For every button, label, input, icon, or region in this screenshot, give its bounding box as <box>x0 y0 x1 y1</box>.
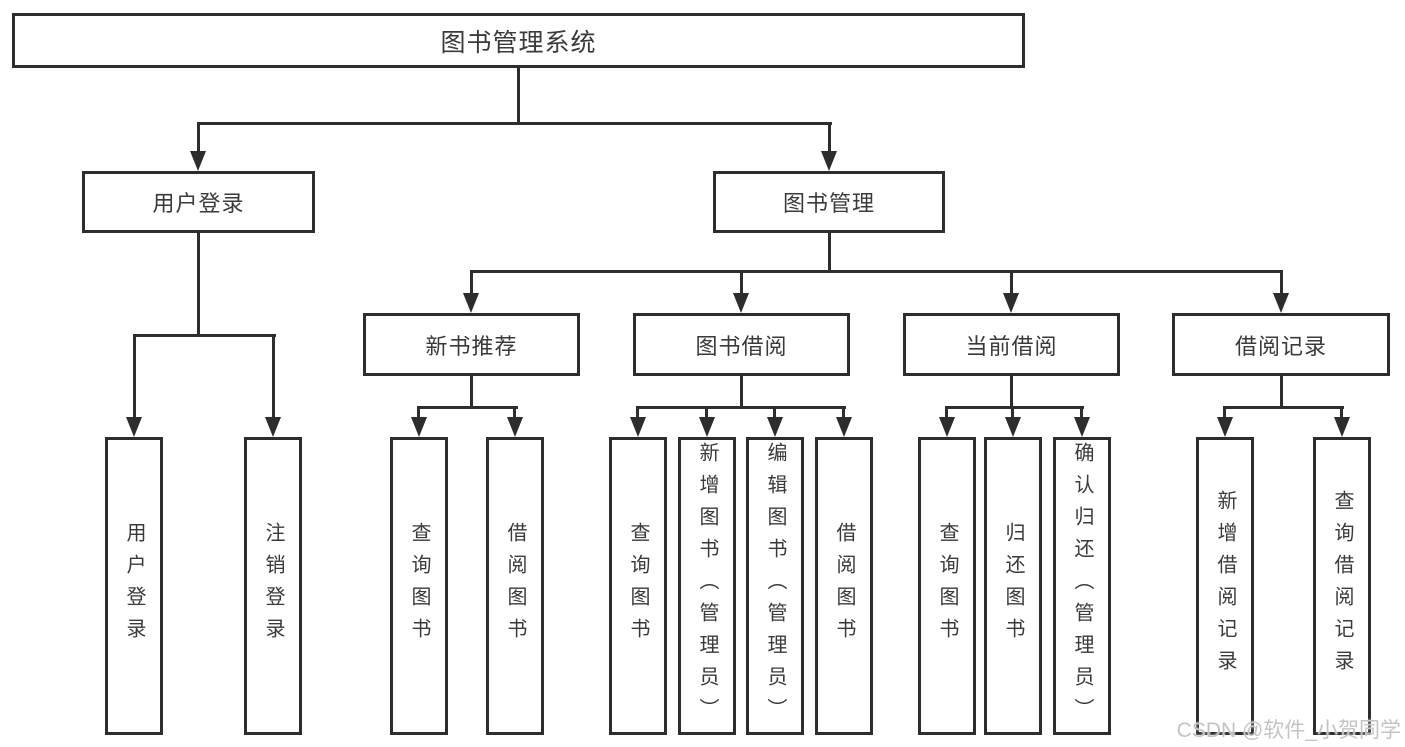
node-label: 查询借阅记录 <box>1331 490 1353 682</box>
leaf-edit-books-admin: 编辑图书（管理员） <box>746 437 804 735</box>
connector-drop-leaf <box>773 406 776 419</box>
arrow-leaf-user-login <box>126 417 142 437</box>
connector-drop-book-management <box>828 122 831 153</box>
node-label: 确认归还（管理员） <box>1071 442 1093 730</box>
leaf-add-books-admin: 新增图书（管理员） <box>678 437 736 735</box>
arrow-leaf-borrow-books <box>836 417 852 437</box>
arrow-book-management <box>821 151 837 171</box>
arrow-leaf-logout <box>265 417 281 437</box>
connector-drop-leaf <box>1011 406 1014 419</box>
connector-drop-borrowing-records <box>1280 270 1283 295</box>
node-label: 新增图书（管理员） <box>696 442 718 730</box>
node-label: 新增借阅记录 <box>1214 490 1236 682</box>
arrow-borrowing-records <box>1273 293 1289 313</box>
connector-drop-leaf-logout <box>272 334 275 419</box>
node-label: 当前借阅 <box>965 333 1058 359</box>
node-label: 图书管理 <box>782 191 875 216</box>
connector-drop-user-login <box>197 122 200 153</box>
node-borrowing-records: 借阅记录 <box>1172 313 1390 376</box>
connector-drop-leaf-user-login <box>133 334 136 419</box>
connector-drop-leaf <box>1340 406 1343 419</box>
node-label: 图书借阅 <box>695 333 788 359</box>
connector-drop-leaf <box>705 406 708 419</box>
connector-new-book-trunk <box>470 376 473 409</box>
node-library-system: 图书管理系统 <box>12 13 1025 68</box>
connector-borrowing-records-splitter <box>1224 406 1344 409</box>
connector-current-borrowing-splitter <box>945 406 1084 409</box>
node-label: 查询图书 <box>627 522 649 650</box>
arrow-leaf-borrow-books-recommend <box>507 417 523 437</box>
arrow-book-borrowing <box>733 293 749 313</box>
node-label: 图书管理系统 <box>440 28 597 57</box>
node-label: 归还图书 <box>1002 522 1024 650</box>
leaf-query-books-current: 查询图书 <box>918 437 976 735</box>
arrow-leaf-query-borrow-record <box>1334 417 1350 437</box>
leaf-query-borrow-record: 查询借阅记录 <box>1313 437 1371 735</box>
connector-book-borrowing-trunk <box>740 376 743 409</box>
connector-new-book-splitter <box>418 406 518 409</box>
node-label: 注销登录 <box>262 522 284 650</box>
leaf-user-login: 用户登录 <box>105 437 163 735</box>
connector-drop-leaf <box>417 406 420 419</box>
connector-user-login-trunk <box>197 233 200 337</box>
arrow-leaf-query-books-recommend <box>411 417 427 437</box>
leaf-query-books-borrow: 查询图书 <box>609 437 667 735</box>
leaf-return-books: 归还图书 <box>984 437 1042 735</box>
connector-drop-book-borrowing <box>740 270 743 295</box>
arrow-leaf-return-books <box>1005 417 1021 437</box>
connector-borrowing-records-trunk <box>1280 376 1283 409</box>
connector-drop-leaf <box>636 406 639 419</box>
node-label: 借阅图书 <box>833 522 855 650</box>
node-label: 用户登录 <box>152 191 245 216</box>
arrow-user-login <box>190 151 206 171</box>
node-label: 新书推荐 <box>425 333 518 359</box>
arrow-leaf-add-books-admin <box>699 417 715 437</box>
node-new-book-recommendation: 新书推荐 <box>363 313 580 376</box>
leaf-borrow-books: 借阅图书 <box>815 437 873 735</box>
connector-drop-leaf <box>1080 406 1083 419</box>
node-label: 用户登录 <box>123 522 145 650</box>
arrow-leaf-query-books-borrow <box>630 417 646 437</box>
arrow-leaf-add-borrow-record <box>1217 417 1233 437</box>
node-label: 查询图书 <box>936 522 958 650</box>
arrow-leaf-query-books-current <box>939 417 955 437</box>
node-label: 借阅记录 <box>1234 333 1327 359</box>
connector-drop-current-borrowing <box>1010 270 1013 295</box>
connector-root-trunk <box>517 68 520 125</box>
connector-book-management-trunk <box>828 233 831 273</box>
connector-drop-leaf <box>842 406 845 419</box>
node-label: 借阅图书 <box>504 522 526 650</box>
connector-drop-leaf <box>513 406 516 419</box>
connector-level2-splitter <box>197 122 832 125</box>
arrow-leaf-confirm-return-admin <box>1074 417 1090 437</box>
connector-user-login-splitter <box>133 334 276 337</box>
node-book-management: 图书管理 <box>713 171 945 233</box>
node-label: 编辑图书（管理员） <box>764 442 786 730</box>
connector-drop-leaf <box>945 406 948 419</box>
arrow-leaf-edit-books-admin <box>767 417 783 437</box>
csdn-watermark: CSDN @软件_小贺同学 <box>1176 719 1401 742</box>
connector-drop-new-book <box>470 270 473 295</box>
leaf-logout: 注销登录 <box>244 437 302 735</box>
connector-level3-splitter <box>470 270 1283 273</box>
connector-book-borrowing-splitter <box>637 406 846 409</box>
arrow-new-book <box>463 293 479 313</box>
node-label: 查询图书 <box>408 522 430 650</box>
node-user-login: 用户登录 <box>82 171 315 233</box>
connector-current-borrowing-trunk <box>1010 376 1013 409</box>
leaf-borrow-books-recommend: 借阅图书 <box>486 437 544 735</box>
node-book-borrowing: 图书借阅 <box>633 313 850 376</box>
node-current-borrowing: 当前借阅 <box>903 313 1120 376</box>
leaf-add-borrow-record: 新增借阅记录 <box>1196 437 1254 735</box>
leaf-confirm-return-admin: 确认归还（管理员） <box>1053 437 1111 735</box>
leaf-query-books-recommend: 查询图书 <box>390 437 448 735</box>
arrow-current-borrowing <box>1003 293 1019 313</box>
connector-drop-leaf <box>1223 406 1226 419</box>
